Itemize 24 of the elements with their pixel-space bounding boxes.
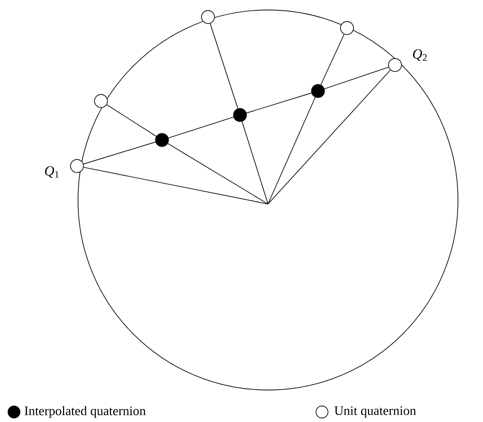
point-label: Q$_{1}$	[45, 166, 59, 178]
legend-text: Unit quaternion	[334, 406, 416, 418]
interpolated-dot	[233, 108, 247, 122]
legend-text: Interpolated quaternion	[24, 406, 146, 418]
interpolated-dot	[311, 84, 325, 98]
line	[106, 104, 157, 137]
line	[168, 116, 234, 138]
line	[210, 23, 238, 109]
line	[268, 96, 316, 204]
line	[324, 66, 389, 90]
line	[168, 143, 268, 204]
interpolated-dot	[155, 133, 169, 147]
endpoint-circle	[388, 58, 402, 72]
line	[83, 142, 156, 164]
line	[246, 92, 312, 114]
endpoint-circle	[94, 94, 108, 108]
line	[268, 70, 391, 204]
endpoint-circle	[201, 10, 215, 24]
endpoint-circle	[340, 21, 354, 35]
point-label: Q$_{2}$	[413, 49, 427, 61]
endpoint-circle	[70, 159, 84, 173]
line	[242, 121, 268, 204]
line	[320, 34, 344, 86]
line	[83, 166, 268, 204]
